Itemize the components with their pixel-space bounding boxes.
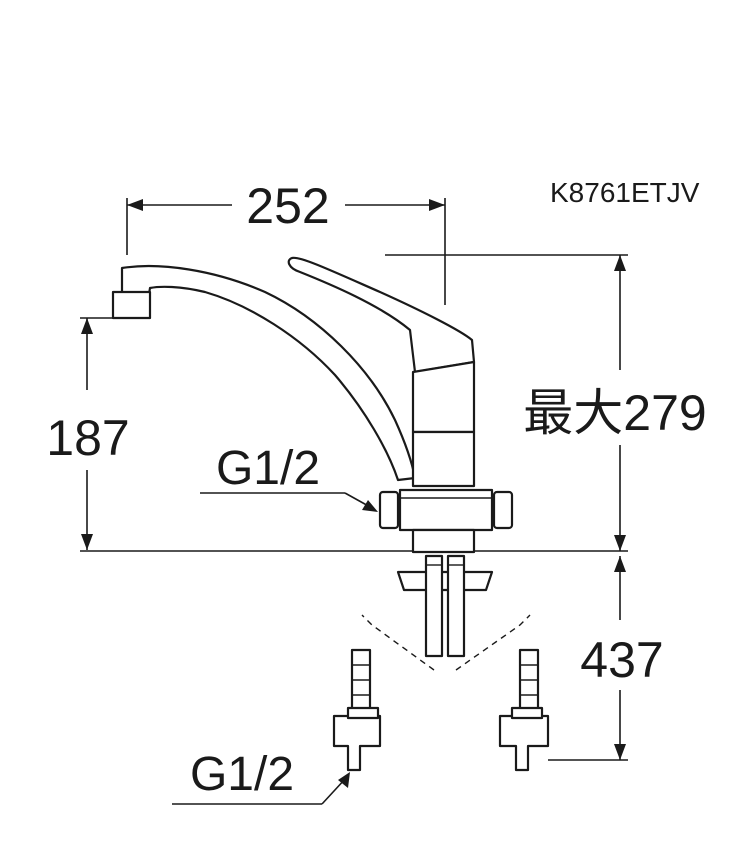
- mount-block: [398, 488, 494, 532]
- dimension-252-label: 252: [246, 178, 329, 234]
- supply-pipe-left: [424, 554, 444, 658]
- aerator: [111, 290, 152, 320]
- upper-body: [411, 360, 476, 434]
- upper-thread-label: G1/2: [216, 442, 320, 495]
- hose-route-left: [361, 614, 435, 671]
- dimension-187-label: 187: [46, 410, 129, 466]
- mounting-nut: [396, 570, 494, 592]
- supply-pipe-right: [446, 554, 466, 658]
- dimension-187: 187: [46, 317, 130, 550]
- dimension-252: 252: [126, 178, 446, 305]
- dimension-437-label: 437: [580, 632, 663, 688]
- faucet-body: [111, 256, 514, 554]
- upper-thread-callout: G1/2: [200, 442, 378, 512]
- dimension-max-279: 最大279: [385, 254, 707, 551]
- mounting-assembly: [361, 554, 531, 671]
- model-code: K8761ETJV: [550, 177, 700, 208]
- right-shutoff-valve: [498, 648, 550, 772]
- left-shutoff-valve: [332, 648, 382, 772]
- dimension-max-279-label: 最大279: [523, 385, 706, 441]
- faucet-base: [411, 528, 476, 554]
- dimension-437: 437: [548, 556, 664, 761]
- lower-thread-label: G1/2: [190, 748, 294, 801]
- right-valve-knob: [492, 490, 514, 530]
- left-valve-knob: [378, 490, 400, 530]
- lower-thread-callout: G1/2: [172, 748, 350, 805]
- spout: [120, 264, 417, 482]
- lower-body: [411, 430, 476, 488]
- hose-route-right: [455, 614, 531, 671]
